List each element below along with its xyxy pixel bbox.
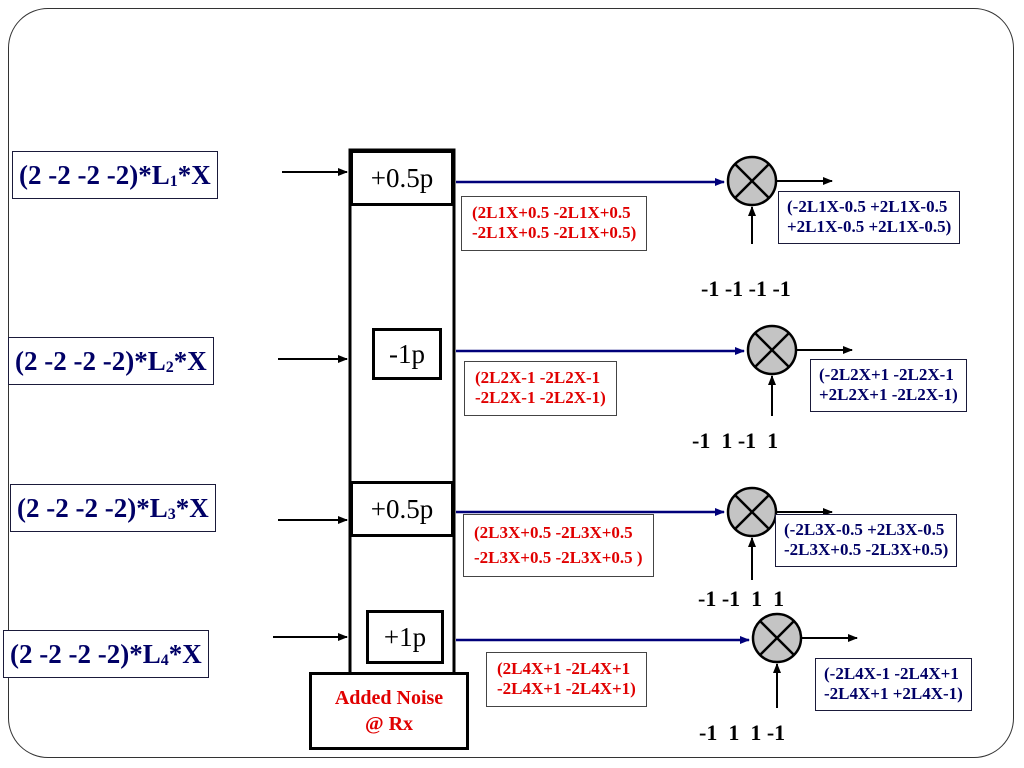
multiplier-icon-3: [726, 486, 778, 538]
noisy-signal-3: (2L3X+0.5 -2L3X+0.5 -2L3X+0.5 -2L3X+0.5 …: [463, 514, 654, 578]
noisy-signal-line: -2L3X+0.5 -2L3X+0.5 ): [474, 547, 643, 567]
input-signal-index: 1: [169, 173, 178, 190]
input-signal-prefix: (2 -2 -2 -2)*L: [17, 493, 168, 523]
input-signal-prefix: (2 -2 -2 -2)*L: [19, 160, 170, 190]
output-signal-4: (-2L4X-1 -2L4X+1 -2L4X+1 +2L4X-1): [815, 658, 972, 711]
input-signal-index: 2: [165, 359, 174, 376]
noisy-signal-line: (2L3X+0.5 -2L3X+0.5: [474, 523, 633, 542]
noisy-signal-line: -2L2X-1 -2L2X-1): [475, 388, 606, 408]
output-signal-line: (-2L1X-0.5 +2L1X-0.5: [787, 197, 948, 216]
noise-value-4: +1p: [366, 610, 444, 664]
spreading-code-1: -1 -1 -1 -1: [701, 276, 791, 301]
input-signal-2: (2 -2 -2 -2)*L2*X: [8, 337, 214, 385]
input-signal-prefix: (2 -2 -2 -2)*L: [10, 639, 161, 669]
input-signal-prefix: (2 -2 -2 -2)*L: [15, 346, 166, 376]
noise-value-3: +0.5p: [350, 481, 454, 537]
noisy-signal-4: (2L4X+1 -2L4X+1 -2L4X+1 -2L4X+1): [486, 652, 647, 707]
output-signal-2: (-2L2X+1 -2L2X-1 +2L2X+1 -2L2X-1): [810, 359, 967, 412]
output-signal-1: (-2L1X-0.5 +2L1X-0.5 +2L1X-0.5 +2L1X-0.5…: [778, 191, 961, 244]
input-signal-suffix: *X: [168, 639, 202, 669]
output-signal-line: (-2L4X-1 -2L4X+1: [824, 664, 959, 683]
spreading-code-2: -1 1 -1 1: [692, 428, 779, 453]
spreading-code-4: -1 1 1 -1: [699, 720, 786, 745]
input-signal-1: (2 -2 -2 -2)*L1*X: [12, 151, 218, 199]
multiplier-icon-2: [746, 324, 798, 376]
output-signal-line: (-2L3X-0.5 +2L3X-0.5: [784, 520, 945, 539]
output-signal-line: -2L3X+0.5 -2L3X+0.5): [784, 540, 949, 560]
input-signal-index: 4: [160, 652, 169, 669]
output-signal-line: (-2L2X+1 -2L2X-1: [819, 365, 954, 384]
spreading-code-3: -1 -1 1 1: [698, 586, 785, 611]
noisy-signal-1: (2L1X+0.5 -2L1X+0.5 -2L1X+0.5 -2L1X+0.5): [461, 196, 648, 251]
noisy-signal-line: (2L1X+0.5 -2L1X+0.5: [472, 203, 631, 222]
input-signal-suffix: *X: [175, 493, 209, 523]
noise-value-1: +0.5p: [350, 150, 454, 206]
noisy-signal-line: -2L4X+1 -2L4X+1): [497, 679, 636, 699]
multiplier-icon-1: [726, 155, 778, 207]
input-signal-index: 3: [167, 506, 176, 523]
added-noise-line: Added Noise: [334, 687, 444, 709]
input-signal-3: (2 -2 -2 -2)*L3*X: [10, 484, 216, 532]
output-signal-line: +2L1X-0.5 +2L1X-0.5): [787, 217, 952, 237]
output-signal-line: +2L2X+1 -2L2X-1): [819, 385, 958, 405]
output-signal-line: -2L4X+1 +2L4X-1): [824, 684, 963, 704]
added-noise-line: @ Rx: [364, 713, 414, 735]
input-signal-suffix: *X: [173, 346, 207, 376]
input-signal-4: (2 -2 -2 -2)*L4*X: [3, 630, 209, 678]
noisy-signal-2: (2L2X-1 -2L2X-1 -2L2X-1 -2L2X-1): [464, 361, 617, 416]
noisy-signal-line: (2L2X-1 -2L2X-1: [475, 368, 601, 387]
output-signal-3: (-2L3X-0.5 +2L3X-0.5 -2L3X+0.5 -2L3X+0.5…: [775, 514, 958, 567]
multiplier-icon-4: [751, 612, 803, 664]
added-noise-label: Added Noise @ Rx: [309, 672, 469, 750]
noisy-signal-line: (2L4X+1 -2L4X+1: [497, 659, 631, 678]
noise-column: [348, 148, 456, 677]
noisy-signal-line: -2L1X+0.5 -2L1X+0.5): [472, 223, 637, 243]
input-signal-suffix: *X: [177, 160, 211, 190]
noise-value-2: -1p: [372, 328, 442, 380]
